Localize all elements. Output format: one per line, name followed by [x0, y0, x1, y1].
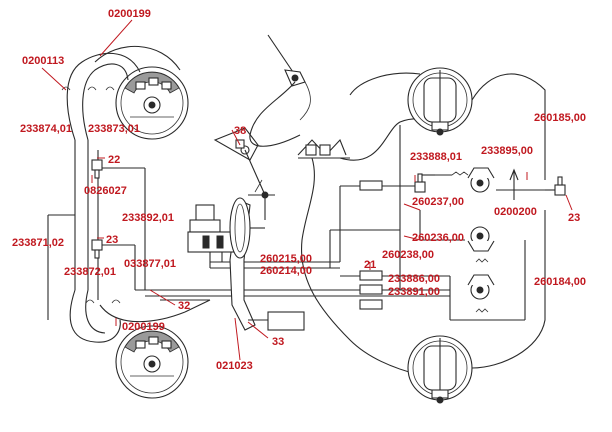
callout-0200200: 0200200	[494, 206, 537, 218]
callout-0200113: 0200113	[22, 55, 64, 67]
callout-0826027: 0826027	[84, 185, 127, 197]
callout-0200199-top: 0200199	[108, 8, 151, 20]
callout-260236-00: 260236,00	[412, 232, 464, 244]
callout-21: 21	[364, 259, 376, 271]
callout-260215-00: 260215,00	[260, 253, 312, 265]
tee-fitting-upper	[91, 159, 103, 179]
callout-233873-01: 233873,01	[88, 123, 140, 135]
callout-32: 32	[178, 300, 190, 312]
parking-brake-lever	[249, 34, 311, 147]
callout-233874-01: 233874,01	[20, 123, 72, 135]
callout-0200199-bottom: 0200199	[122, 321, 165, 333]
callout-233886-00: 233886,00	[388, 273, 440, 285]
front-left-wheel-upper	[115, 66, 189, 140]
callout-22: 22	[108, 154, 120, 166]
callout-033877-01: 033877,01	[124, 258, 176, 270]
callout-260185-00: 260185,00	[534, 112, 586, 124]
tee-fitting-far-right	[554, 176, 566, 196]
callout-260237-00: 260237,00	[412, 196, 464, 208]
callout-33: 33	[272, 336, 284, 348]
callout-021023: 021023	[216, 360, 253, 372]
upper-brake-hoses	[61, 45, 181, 141]
callout-260238-00: 260238,00	[382, 249, 434, 261]
callout-233871-02: 233871,02	[12, 237, 64, 249]
callout-leaders	[41, 19, 573, 361]
callout-260184-00: 260184,00	[534, 276, 586, 288]
callout-260214-00: 260214,00	[260, 265, 312, 277]
callout-233872-01: 233872,01	[64, 266, 116, 278]
brake-regulator-valves	[435, 167, 519, 313]
callout-233888-01: 233888,01	[410, 151, 462, 163]
callout-23-left: 23	[106, 234, 118, 246]
callout-233895-00: 233895,00	[481, 145, 533, 157]
connector-21	[359, 180, 383, 310]
tee-fitting-right	[414, 173, 426, 193]
callout-233892-01: 233892,01	[122, 212, 174, 224]
callout-labels: 0200113 0200199 233874,01 233873,01 38 2…	[12, 8, 586, 372]
callout-38: 38	[234, 125, 246, 137]
lower-brake-hoses	[69, 289, 186, 343]
rear-right-wheel-lower	[407, 210, 546, 404]
callout-233891-00: 233891,00	[388, 286, 440, 298]
callout-23-right: 23	[568, 212, 580, 224]
master-cylinder	[187, 197, 265, 268]
front-left-wheel-lower	[115, 325, 189, 399]
tee-fitting-lower	[91, 239, 103, 259]
rear-right-wheel-upper	[349, 67, 546, 180]
